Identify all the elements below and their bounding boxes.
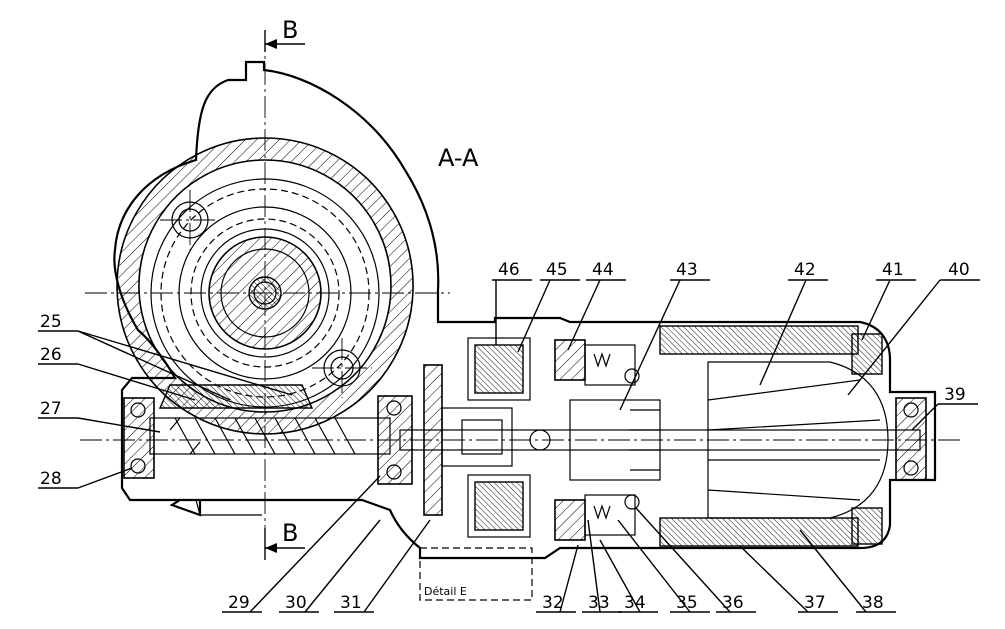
- callout-41: 41: [861, 260, 916, 341]
- callout-46: 46: [492, 260, 532, 345]
- callout-30: 30: [279, 519, 381, 613]
- worm-wheel-housing-ring: [116, 137, 414, 435]
- callout-31: 31: [334, 519, 431, 613]
- svg-text:38: 38: [862, 593, 884, 613]
- section-title: A-A: [438, 144, 479, 172]
- section-arrow-top: B: [264, 16, 305, 52]
- callout-37: 37: [739, 545, 838, 613]
- callout-42: 42: [759, 260, 828, 386]
- svg-text:27: 27: [40, 399, 62, 419]
- end-cap: [851, 333, 883, 545]
- svg-text:28: 28: [40, 469, 62, 489]
- stator-magnet-bottom: [659, 517, 859, 547]
- svg-text:29: 29: [228, 593, 250, 613]
- section-arrow-bottom: B: [264, 519, 305, 560]
- svg-text:42: 42: [794, 260, 816, 280]
- callout-33: 33: [582, 519, 622, 613]
- svg-text:35: 35: [676, 593, 698, 613]
- centerlines: [80, 30, 960, 560]
- svg-text:40: 40: [948, 260, 970, 280]
- svg-text:37: 37: [804, 593, 826, 613]
- svg-text:26: 26: [40, 345, 62, 365]
- svg-text:25: 25: [40, 312, 62, 332]
- svg-text:43: 43: [676, 260, 698, 280]
- callout-36: 36: [635, 507, 756, 613]
- callout-32: 32: [536, 544, 579, 613]
- svg-text:39: 39: [944, 385, 966, 405]
- section-label-bottom: B: [282, 519, 298, 547]
- svg-text:45: 45: [546, 260, 568, 280]
- svg-text:46: 46: [498, 260, 520, 280]
- callout-29: 29: [222, 475, 381, 613]
- callout-45: 45: [517, 260, 580, 353]
- left-bearing: [123, 397, 155, 479]
- brake-coil-top: [467, 337, 531, 401]
- brake-coil-bottom: [467, 474, 531, 538]
- callout-43: 43: [619, 260, 710, 411]
- callout-44: 44: [567, 260, 626, 351]
- right-bearing: [895, 397, 927, 481]
- coupling-disc: [423, 364, 513, 516]
- callout-26: 26: [38, 345, 196, 401]
- callout-38: 38: [799, 529, 896, 613]
- svg-text:41: 41: [882, 260, 904, 280]
- callout-27: 27: [38, 399, 161, 433]
- callout-35: 35: [617, 519, 710, 613]
- svg-text:31: 31: [340, 593, 362, 613]
- svg-text:30: 30: [285, 593, 307, 613]
- section-label-top: B: [282, 16, 298, 44]
- callout-28: 28: [38, 467, 133, 489]
- detail-e-label: Détail E: [424, 585, 467, 598]
- detail-e-box: Détail E: [419, 547, 533, 601]
- svg-text:32: 32: [542, 593, 564, 613]
- callout-34: 34: [599, 539, 658, 613]
- callout-25: 25: [38, 312, 293, 401]
- svg-text:36: 36: [722, 593, 744, 613]
- callout-40: 40: [847, 260, 980, 396]
- svg-text:44: 44: [592, 260, 614, 280]
- stator-magnet-top: [659, 325, 859, 355]
- callout-39: 39: [911, 385, 978, 431]
